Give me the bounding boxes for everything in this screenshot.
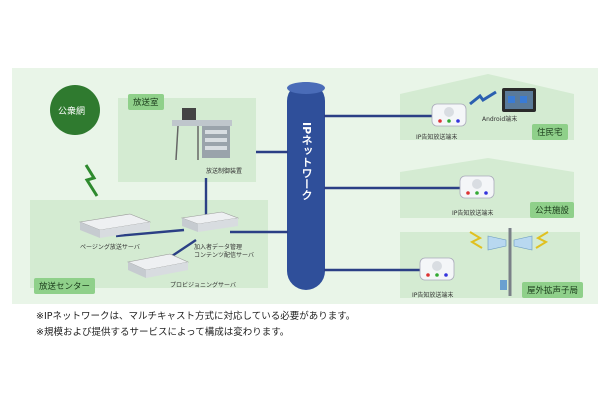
ip-terminal-residence-label: IP告知放送端末 xyxy=(416,134,458,141)
broadcast-room-tag: 放送室 xyxy=(128,94,164,110)
ip-terminal-facility-device xyxy=(459,175,495,199)
android-terminal-label: Android端末 xyxy=(482,116,518,123)
broadcast-desk xyxy=(172,108,232,161)
ip-terminal-residence-device xyxy=(431,103,467,127)
broadcast-center-tag: 放送センター xyxy=(34,278,96,294)
public-net-circle xyxy=(50,85,100,135)
outdoor-speaker-pole xyxy=(469,228,549,296)
ip-terminal-outdoor-device xyxy=(419,257,455,281)
footnote-multicast: ※IPネットワークは、マルチキャスト方式に対応している必要があります。 xyxy=(36,311,356,322)
subscriber-server-box xyxy=(180,211,240,232)
subscriber-server-label-1: 加入者データ管理 xyxy=(194,244,243,251)
subscriber-server-label-2: コンテンツ配信サーバ xyxy=(194,252,254,259)
outdoor-speaker-tag: 屋外拡声子局 xyxy=(522,282,584,298)
ip-terminal-facility-label: IP告知放送端末 xyxy=(452,210,494,217)
broadcast-control-label: 放送制御装置 xyxy=(206,168,243,175)
provisioning-server-box xyxy=(127,253,189,278)
paging-server-box xyxy=(78,213,152,238)
provisioning-server-label: プロビジョニングサーバ xyxy=(170,282,236,289)
residence-tag: 住民宅 xyxy=(532,124,568,140)
ip-terminal-outdoor-label: IP告知放送端末 xyxy=(412,292,454,299)
ip-network-pipe xyxy=(287,82,325,290)
wireless-bolt-left xyxy=(84,164,99,197)
ip-network-label: IPネットワーク xyxy=(300,122,313,201)
wireless-bolt-right xyxy=(469,90,497,106)
footnote-configuration: ※規模および提供するサービスによって構成は変わります。 xyxy=(36,327,290,338)
paging-server-label: ページング放送サーバ xyxy=(80,244,140,251)
public-facility-tag: 公共施設 xyxy=(530,202,575,218)
android-tablet xyxy=(502,88,536,112)
ip-network-pipe-top xyxy=(287,82,325,94)
public-net-label: 公衆網 xyxy=(58,107,86,117)
